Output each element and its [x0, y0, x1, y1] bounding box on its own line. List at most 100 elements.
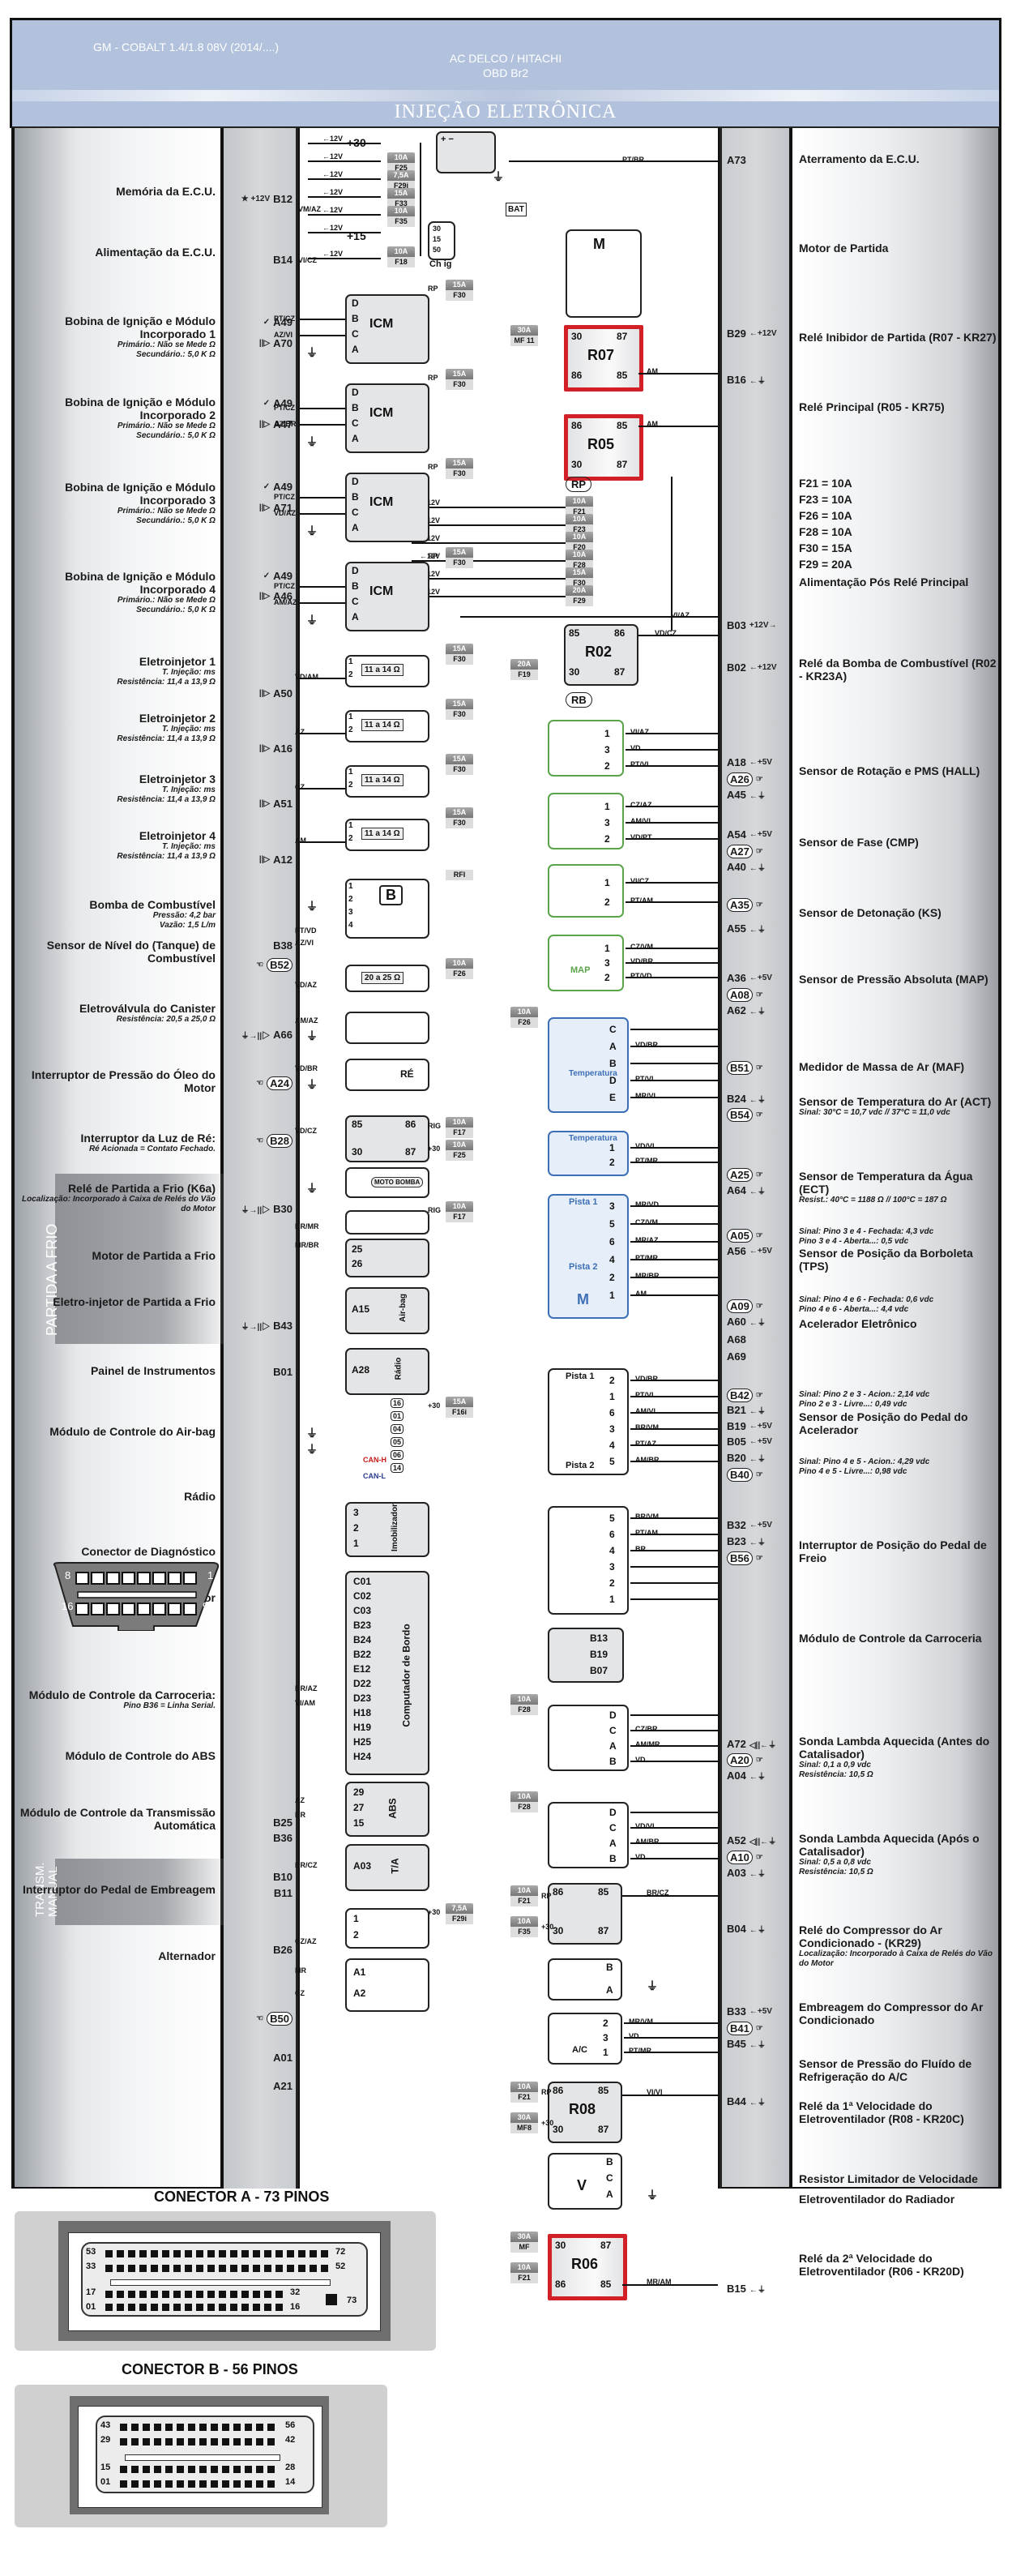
left-pin-row: ☜B52 — [256, 958, 292, 972]
connector-pin — [151, 2291, 158, 2298]
connector-pin — [264, 2304, 271, 2311]
right-pin-row: B44←⏚ — [727, 2095, 766, 2107]
connector-pin — [275, 2291, 283, 2298]
sensor-wire — [624, 2052, 718, 2053]
fuse-rating: 10A — [566, 532, 593, 542]
left-label-sub: Primário.: Não se Mede Ω — [117, 507, 216, 516]
pin-marker-icon: ||▷ — [258, 744, 271, 753]
right-label-sub: Sinal: Pino 2 e 3 - Acion.: 2,14 vdc — [799, 1390, 930, 1399]
pin-label: A73 — [727, 154, 746, 166]
connector-pin — [310, 2250, 317, 2257]
pump-fuse: RFI — [446, 870, 473, 892]
injector-resistance: 11 a 14 Ω — [361, 719, 404, 731]
sensor-pin: D — [609, 1709, 617, 1721]
sensor-pin: 5 — [609, 1456, 615, 1467]
pin-label: A10 — [727, 1851, 753, 1864]
voltage-label: ←12V — [322, 206, 344, 214]
fuse-rating: 10A — [446, 958, 473, 969]
pin-label: B25 — [273, 1816, 292, 1829]
pin-label: A46 — [273, 590, 292, 602]
left-label: Eletro-injetor de Partida a Frio — [13, 1295, 216, 1308]
right-label: F26 = 10A — [799, 509, 997, 522]
dlc-pin: 01 — [391, 1411, 404, 1421]
relay-pin: 86 — [405, 1119, 416, 1130]
left-label-title: Interruptor da Luz de Ré: — [80, 1132, 216, 1145]
coil-wire — [300, 319, 345, 320]
connector-pin — [267, 2480, 275, 2488]
wire-color-label: PT/MR — [629, 2047, 651, 2055]
can-l-label: CAN-L — [363, 1472, 386, 1480]
right-label-title: Sensor de Rotação e PMS (HALL) — [799, 764, 980, 777]
pin-marker-icon: ←⏚ — [749, 1538, 766, 1547]
fuse-id: F30 — [446, 379, 473, 390]
connector-pin — [230, 2291, 237, 2298]
left-pin-row: B14 — [273, 254, 292, 266]
connector-a-pin-number: 72 — [335, 2247, 346, 2257]
sensor-wire — [630, 1259, 718, 1260]
wire-color-label: AM/MR — [635, 1740, 660, 1748]
fuse-id: F30 — [446, 469, 473, 479]
left-label: Alternador — [13, 1949, 216, 1962]
connector-b-pin-number: 01 — [100, 2477, 111, 2487]
obd-pin-label: 9 — [203, 1600, 209, 1612]
connector-pin — [298, 2250, 305, 2257]
left-label-title: Eletroinjetor 4 — [139, 829, 216, 842]
sensor-wire — [626, 765, 718, 767]
wire-color-label: AM — [295, 837, 306, 845]
connector-pin — [151, 2304, 158, 2311]
pin-marker-icon: ◁||←⏚ — [749, 1741, 777, 1750]
clutch-pin: 2 — [353, 1929, 359, 1941]
sensor-pin: D — [609, 1807, 617, 1818]
pin-label: B05 — [727, 1436, 746, 1448]
ign-pin: 50 — [433, 246, 442, 254]
right-label: Relé da Bomba de Combustível (R02 - KR23… — [799, 657, 997, 683]
voltage-label: ←12V — [322, 188, 344, 196]
connector-pin — [211, 2466, 218, 2473]
connector-pin — [117, 2291, 124, 2298]
sensor-wire — [630, 1598, 718, 1600]
connector-pin — [196, 2265, 203, 2272]
fuse-rating: 15A — [446, 644, 473, 654]
right-label: Relé Principal (R05 - KR75) — [799, 400, 997, 413]
connector-pin — [196, 2250, 203, 2257]
fuse-rating: 10A — [387, 206, 415, 216]
left-label: Bobina de Ignição e Módulo Incorporado 4… — [13, 570, 216, 615]
right-pin-row: A56←+5V — [727, 1245, 772, 1257]
right-label: Sensor de Posição da Borboleta (TPS) — [799, 1247, 997, 1273]
left-pin-row: ||▷A16 — [259, 742, 292, 755]
connector-pin — [256, 2480, 263, 2488]
pin-label: A56 — [727, 1245, 746, 1257]
right-pin-row: B15←⏚ — [727, 2283, 766, 2295]
relay-pin: 86 — [614, 627, 626, 639]
connector-pin — [177, 2466, 184, 2473]
right-pin-row: B19←+5V — [727, 1420, 772, 1432]
fuse-rating: 15A — [387, 188, 415, 199]
sensor-wire — [630, 1517, 718, 1519]
right-label-title: Embreagem do Compressor do Ar Condiciona… — [799, 2000, 984, 2026]
left-label-sub: Secundário.: 5,0 K Ω — [136, 431, 216, 440]
pin-marker-icon: ←⏚ — [749, 1773, 766, 1782]
right-pin-row: B21←⏚ — [727, 1404, 766, 1416]
connector-pin — [196, 2304, 203, 2311]
fuse-rating: 10A — [510, 2082, 538, 2092]
relay-pin: 85 — [352, 1119, 363, 1130]
voltage-label: ←12V — [322, 135, 344, 143]
pin-label: A36 — [727, 972, 746, 984]
connector-pin — [105, 2265, 113, 2272]
coil-pin: B — [352, 402, 359, 413]
left-label-sub: Pressão: 4,2 bar — [152, 911, 216, 920]
injector-pin: 2 — [348, 781, 353, 789]
wire-color-label: VD/CZ — [295, 1127, 317, 1135]
right-label-sub: Localização: Incorporado à Caixa de Relé… — [799, 1949, 993, 1968]
battery: + − — [436, 131, 496, 173]
connector-a-pin-number: 32 — [290, 2287, 301, 2297]
sensor-wire — [630, 1147, 718, 1149]
connector-pin — [275, 2265, 283, 2272]
connector-pin — [264, 2265, 271, 2272]
